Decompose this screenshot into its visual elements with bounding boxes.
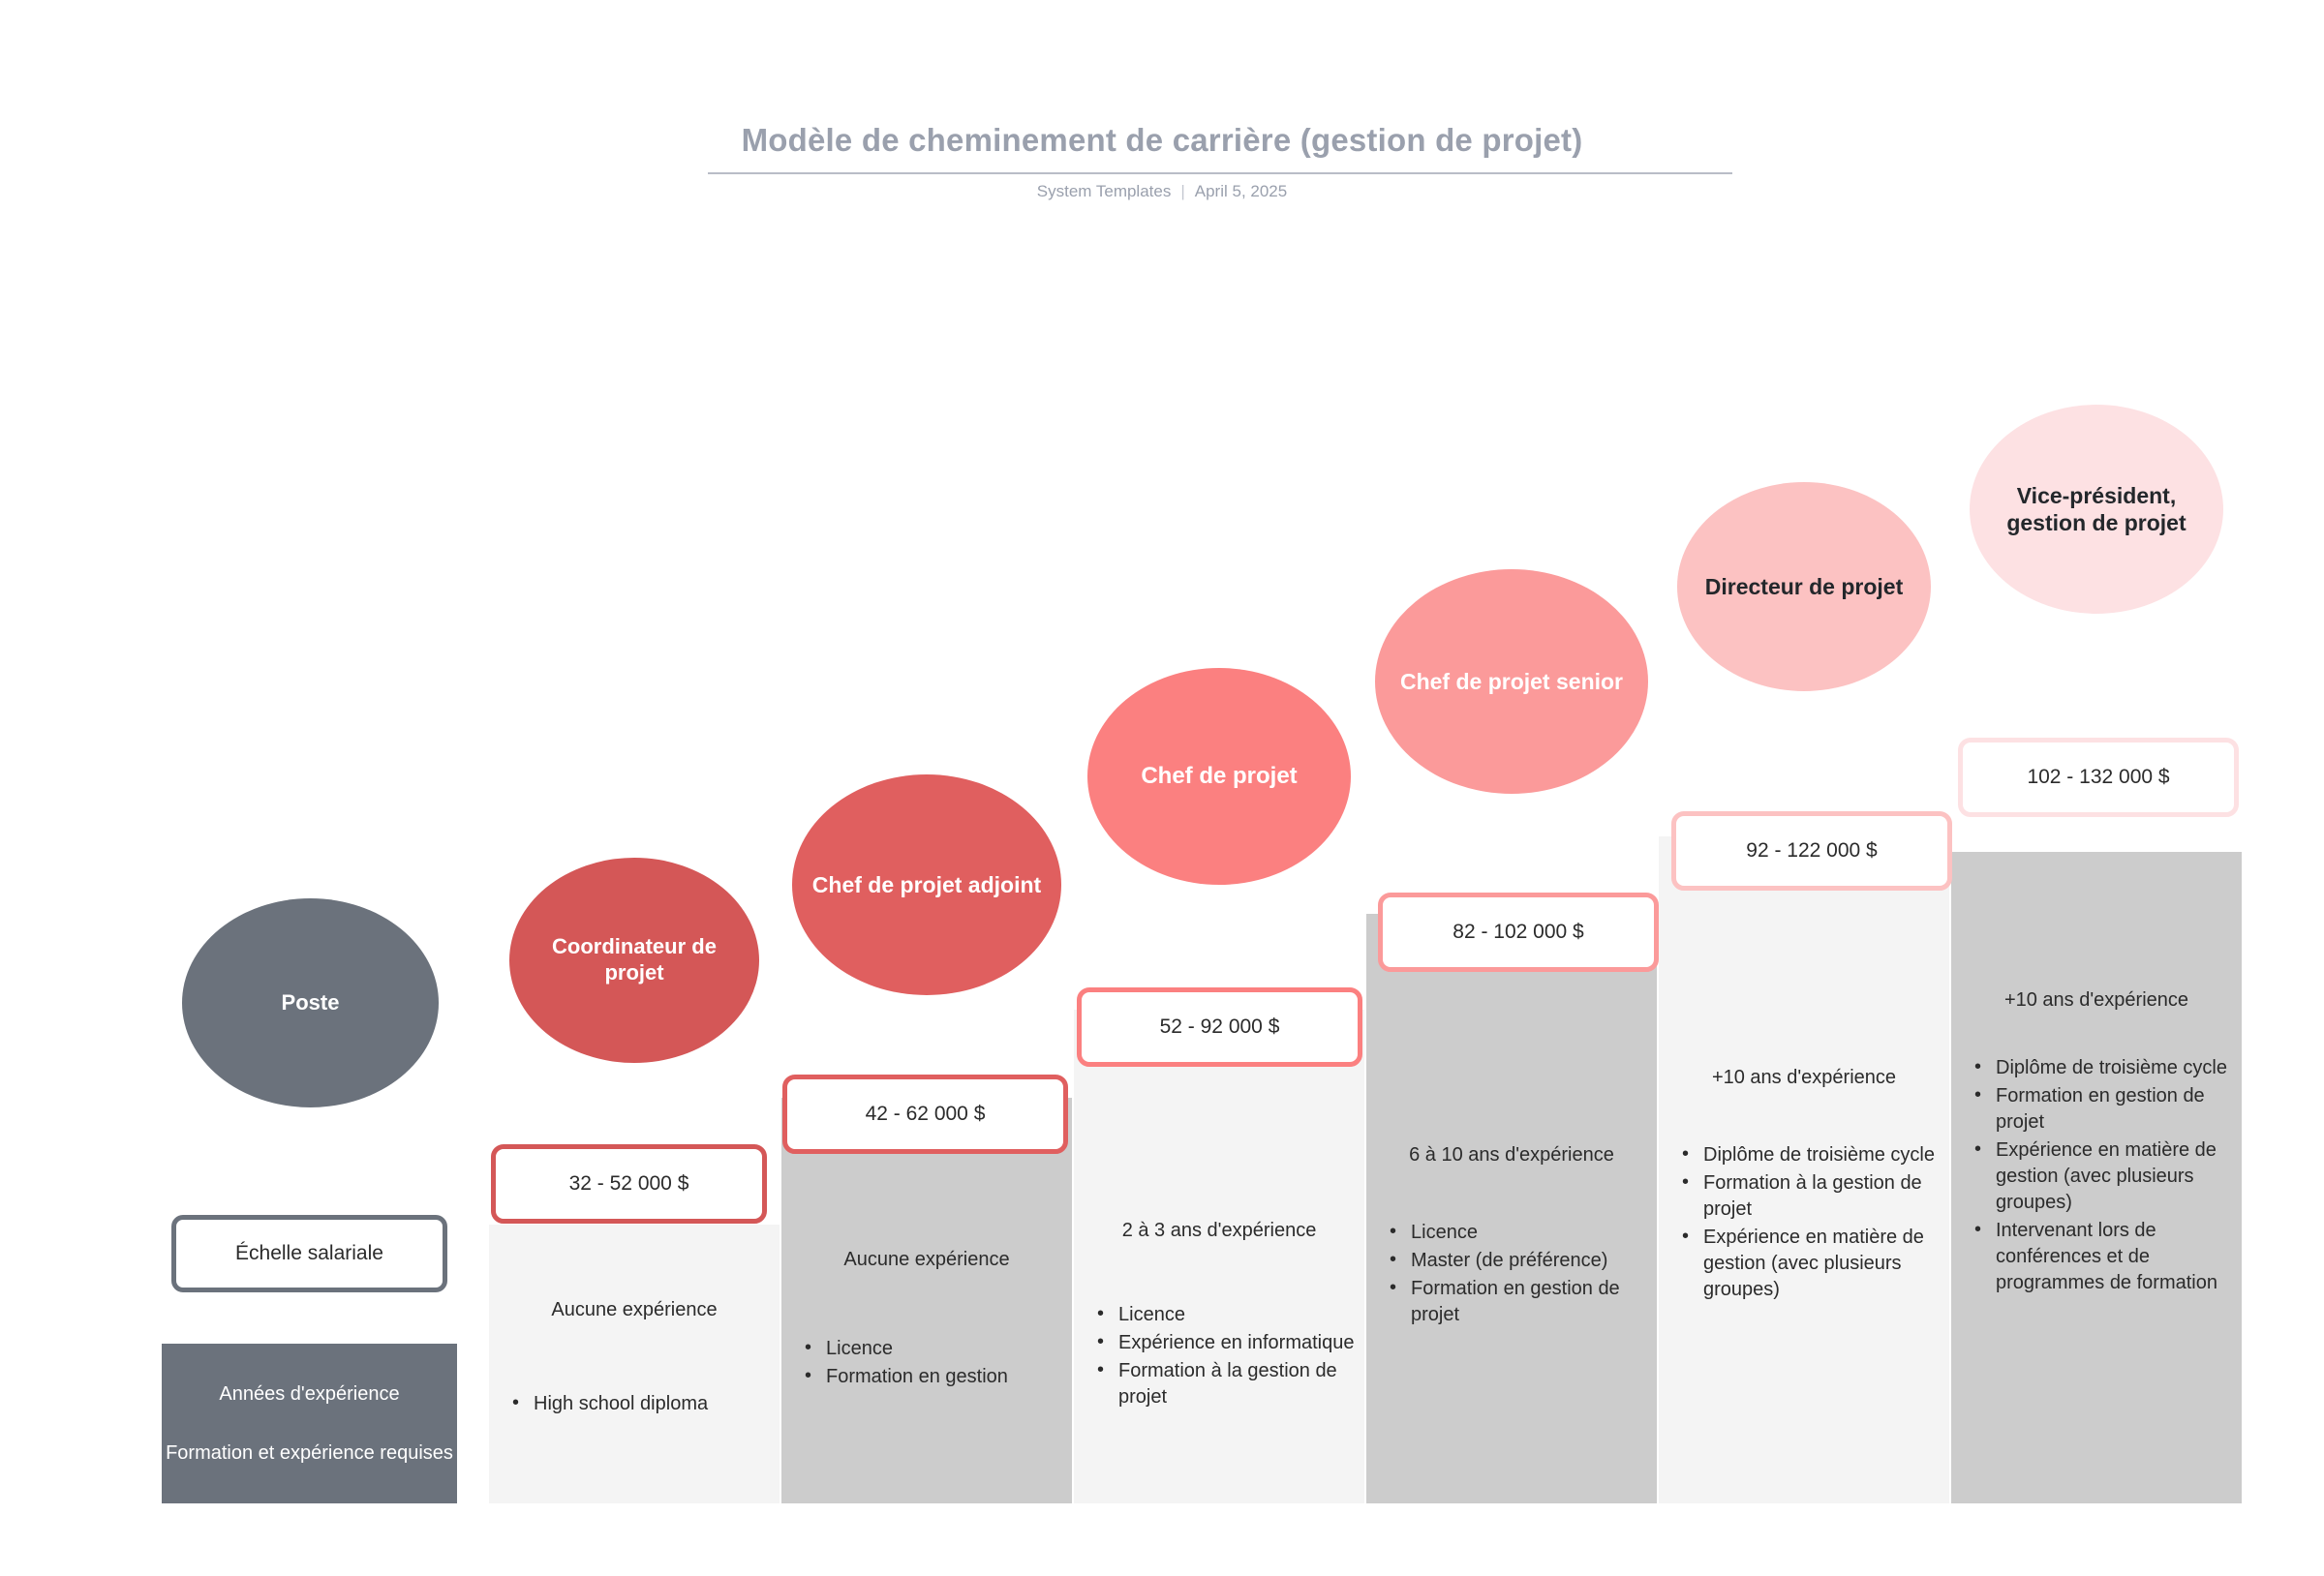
stage-requirement-item: Formation à la gestion de projet <box>1674 1169 1940 1223</box>
stage-role-circle: Chef de projet <box>1087 668 1351 885</box>
source-label: System Templates <box>1036 182 1172 200</box>
stage-salary-box: 32 - 52 000 $ <box>491 1144 767 1224</box>
stage-salary-box: 82 - 102 000 $ <box>1378 893 1659 972</box>
legend-requirements-label: Formation et expérience requises <box>166 1441 453 1464</box>
title-divider <box>708 172 1732 174</box>
stage-requirement-item: Formation en gestion <box>797 1363 1062 1390</box>
stage-requirement-item: High school diploma <box>505 1390 770 1417</box>
stage-role-label: Directeur de projet <box>1704 573 1904 599</box>
stage-requirement-item: Licence <box>1382 1219 1647 1246</box>
page-title: Modèle de cheminement de carrière (gesti… <box>741 122 1583 158</box>
stage-requirement-item: Diplôme de troisième cycle <box>1674 1141 1940 1168</box>
stage-salary-label: 82 - 102 000 $ <box>1452 921 1584 943</box>
legend-salary-box: Échelle salariale <box>171 1215 447 1292</box>
stage-requirements-panel: 2 à 3 ans d'expérienceLicenceExpérience … <box>1074 1010 1364 1503</box>
stage-requirement-item: Intervenant lors de conférences et de pr… <box>1967 1217 2232 1296</box>
stage-salary-box: 102 - 132 000 $ <box>1958 738 2239 817</box>
stage-role-circle: Directeur de projet <box>1677 482 1931 691</box>
stage-salary-label: 32 - 52 000 $ <box>568 1172 689 1195</box>
legend-years-label: Années d'expérience <box>219 1382 400 1405</box>
stage-requirements-panel: +10 ans d'expérienceDiplôme de troisième… <box>1951 852 2242 1503</box>
stage-role-circle: Coordinateur de projet <box>509 858 759 1063</box>
stage-requirement-item: Licence <box>797 1335 1062 1362</box>
subtitle-separator: | <box>1180 182 1185 200</box>
stage-requirements-list: LicenceFormation en gestion <box>797 1335 1062 1392</box>
stage-role-label: Chef de projet <box>1141 763 1298 790</box>
stage-years-label: +10 ans d'expérience <box>2003 989 2189 1011</box>
stage-role-circle: Vice-président, gestion de projet <box>1970 405 2223 614</box>
stage-requirement-item: Expérience en informatique <box>1089 1329 1355 1356</box>
stage-requirement-item: Expérience en matière de gestion (avec p… <box>1674 1224 1940 1303</box>
stage-years-label: +10 ans d'expérience <box>1711 1067 1897 1088</box>
stage-years-label: 2 à 3 ans d'expérience <box>1121 1220 1317 1241</box>
stage-years-label: Aucune expérience <box>843 1249 1010 1270</box>
stage-requirements-panel: +10 ans d'expérienceDiplôme de troisième… <box>1659 836 1949 1503</box>
date-label: April 5, 2025 <box>1194 182 1288 200</box>
stage-requirement-item: Licence <box>1089 1301 1355 1328</box>
stage-role-label: Coordinateur de projet <box>552 934 717 985</box>
stage-role-circle: Chef de projet senior <box>1375 569 1648 794</box>
legend-salary-label: Échelle salariale <box>235 1242 383 1264</box>
stage-salary-box: 42 - 62 000 $ <box>782 1075 1068 1154</box>
stage-salary-label: 102 - 132 000 $ <box>2027 766 2170 788</box>
stage-requirement-item: Formation à la gestion de projet <box>1089 1357 1355 1410</box>
legend-role-label: Poste <box>281 990 340 1015</box>
stage-years-label: 6 à 10 ans d'expérience <box>1409 1144 1614 1166</box>
stage-role-label: Chef de projet senior <box>1399 668 1624 694</box>
stage-years-label: Aucune expérience <box>551 1299 718 1320</box>
stage-requirement-item: Master (de préférence) <box>1382 1247 1647 1274</box>
stage-requirements-list: LicenceExpérience en informatiqueFormati… <box>1089 1301 1355 1412</box>
stage-salary-label: 52 - 92 000 $ <box>1159 1015 1280 1038</box>
stage-role-circle: Chef de projet adjoint <box>792 774 1061 995</box>
page-subtitle: System Templates | April 5, 2025 <box>0 182 2324 201</box>
stage-role-label: Chef de projet adjoint <box>811 871 1042 897</box>
stage-salary-label: 42 - 62 000 $ <box>865 1103 986 1125</box>
legend-requirements-box: Années d'expérience Formation et expérie… <box>162 1344 457 1503</box>
stage-requirement-item: Diplôme de troisième cycle <box>1967 1054 2232 1081</box>
stage-salary-label: 92 - 122 000 $ <box>1746 839 1878 862</box>
stage-role-label: Vice-président, gestion de projet <box>2006 482 2186 535</box>
stage-salary-box: 92 - 122 000 $ <box>1671 811 1952 891</box>
stage-requirements-panel: Aucune expérienceLicenceFormation en ges… <box>781 1098 1072 1503</box>
stage-requirements-list: LicenceMaster (de préférence)Formation e… <box>1382 1219 1647 1330</box>
stage-requirements-panel: 6 à 10 ans d'expérienceLicenceMaster (de… <box>1366 914 1657 1503</box>
stage-requirement-item: Formation en gestion de projet <box>1967 1082 2232 1136</box>
legend-role-circle: Poste <box>182 898 439 1107</box>
stage-salary-box: 52 - 92 000 $ <box>1077 987 1362 1067</box>
stage-requirements-list: High school diploma <box>505 1390 770 1419</box>
stage-requirements-list: Diplôme de troisième cycleFormation à la… <box>1674 1141 1940 1305</box>
stage-requirement-item: Expérience en matière de gestion (avec p… <box>1967 1137 2232 1216</box>
stage-requirements-panel: Aucune expérienceHigh school diploma <box>489 1225 780 1503</box>
stage-requirements-list: Diplôme de troisième cycleFormation en g… <box>1967 1054 2232 1298</box>
stage-requirement-item: Formation en gestion de projet <box>1382 1275 1647 1328</box>
